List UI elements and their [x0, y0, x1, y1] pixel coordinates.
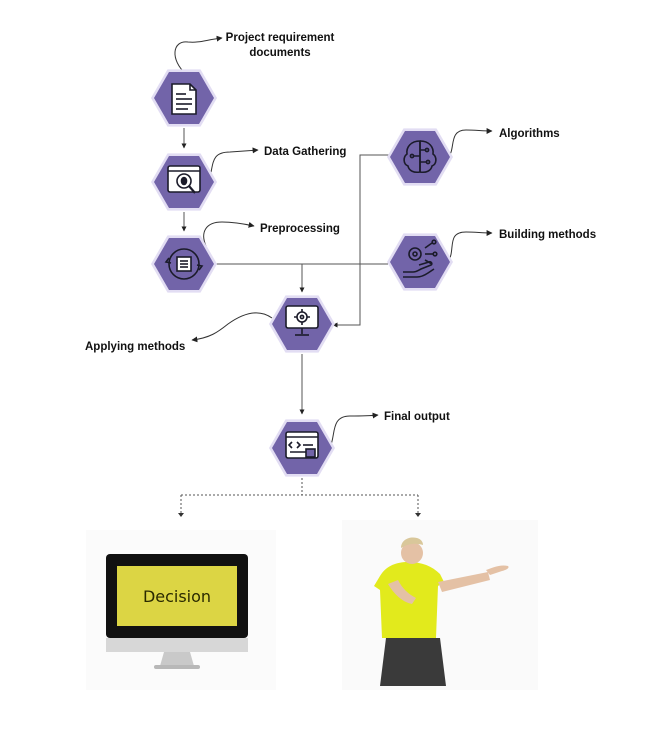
- edge-algorithms-to-applying: [332, 154, 390, 328]
- label-preprocessing: Preprocessing: [260, 223, 340, 235]
- referee-figure-icon: [342, 520, 538, 690]
- label-building-methods: Building methods: [499, 229, 597, 241]
- node-applying-methods: [269, 295, 335, 353]
- label-pointers: [174, 35, 493, 448]
- label-applying-methods: Applying methods: [85, 341, 186, 353]
- document-icon: [171, 83, 197, 115]
- brain-circuit-icon: [403, 140, 437, 174]
- node-preprocessing: [151, 235, 217, 293]
- node-algorithms: [387, 128, 453, 186]
- label-data-gathering: Data Gathering: [264, 146, 347, 158]
- hand-gear-icon: [403, 239, 438, 278]
- decision-monitor: [86, 530, 276, 690]
- node-final-output: [269, 419, 335, 477]
- label-final-output: Final output: [384, 411, 450, 423]
- label-algorithms: Algorithms: [499, 128, 560, 140]
- connectors: [178, 128, 421, 517]
- code-output-icon: [285, 431, 319, 459]
- decision-label: Decision: [142, 586, 212, 606]
- processing-chip-icon: [164, 248, 204, 280]
- node-data-gathering: [151, 153, 217, 211]
- node-building-methods: [387, 233, 453, 291]
- node-project-requirements: [151, 69, 217, 127]
- bug-search-icon: [167, 165, 201, 194]
- monitor-gear-icon: [285, 305, 319, 336]
- output-split-dashed: [180, 478, 419, 513]
